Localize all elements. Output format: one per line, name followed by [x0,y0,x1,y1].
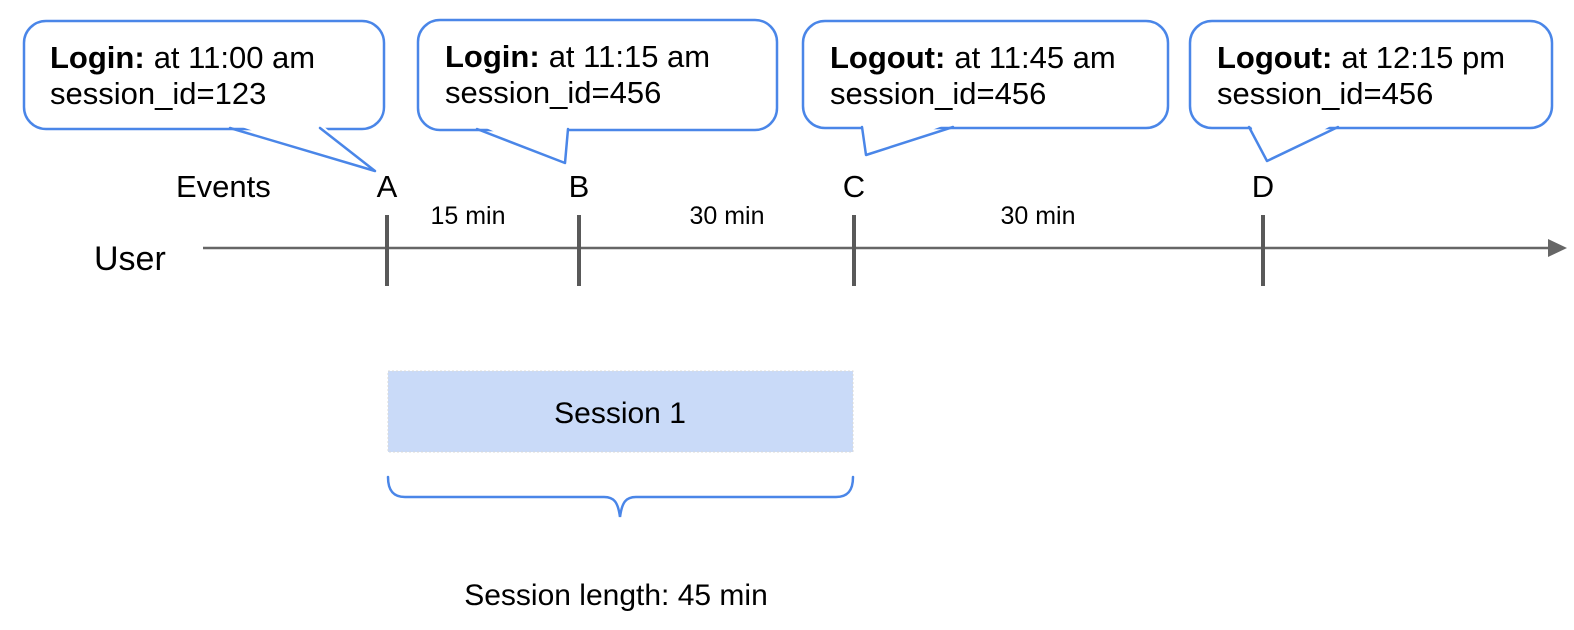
callout-logout-c: Logout: at 11:45 am session_id=456 [801,19,1170,157]
session-id-label: session_id=456 [445,75,661,110]
timeline-axis [203,215,1567,286]
session-id-label: session_id=123 [50,76,266,111]
interval-label-cd: 30 min [1000,202,1075,230]
timeline-arrowhead-icon [1548,239,1567,257]
callout-bubble [22,19,386,131]
callout-bubble [801,19,1170,130]
event-time-label: at 11:45 am [954,40,1115,75]
session-length-label: Session length: 45 min [464,579,768,612]
session-1-group: Session 1 [387,370,854,453]
callout-tail-fill [477,124,568,163]
callout-text-line1: Logout: at 12:15 pm [1217,40,1505,75]
interval-label-ab: 15 min [430,202,505,230]
session-box-label: Session 1 [554,397,686,430]
event-label-b: B [569,169,590,204]
callout-login-a: Login: at 11:00 am session_id=123 [22,19,386,173]
event-time-label: at 11:15 am [549,39,710,74]
session-id-label: session_id=456 [1217,76,1433,111]
callout-tail-outline [860,125,955,157]
callout-login-b: Login: at 11:15 am session_id=456 [416,18,779,165]
session-box [387,370,854,453]
event-type-label: Login: [50,40,145,75]
interval-label-bc: 30 min [689,202,764,230]
callout-text-line1: Login: at 11:00 am [50,40,315,75]
callout-text-line1: Logout: at 11:45 am [830,40,1116,75]
event-label-c: C [843,169,865,204]
callout-tail-fill [1249,122,1338,161]
event-time-label: at 11:00 am [154,40,315,75]
event-type-label: Login: [445,39,540,74]
callout-tail-fill [862,122,953,155]
callout-bubble [416,18,779,132]
event-type-label: Logout: [1217,40,1332,75]
callout-tail-outline [228,126,377,173]
event-label-d: D [1252,169,1274,204]
callout-tail-outline [475,127,570,165]
callout-tail-outline [1247,125,1340,163]
events-row-label: Events [176,169,271,204]
event-time-label: at 12:15 pm [1341,40,1505,75]
session-length-brace [386,475,855,518]
callout-logout-d: Logout: at 12:15 pm session_id=456 [1188,19,1554,163]
event-label-a: A [377,169,398,204]
callout-text-line1: Login: at 11:15 am [445,39,710,74]
callout-bubble [1188,19,1554,130]
session-id-label: session_id=456 [830,76,1046,111]
user-row-label: User [94,240,166,278]
event-type-label: Logout: [830,40,945,75]
